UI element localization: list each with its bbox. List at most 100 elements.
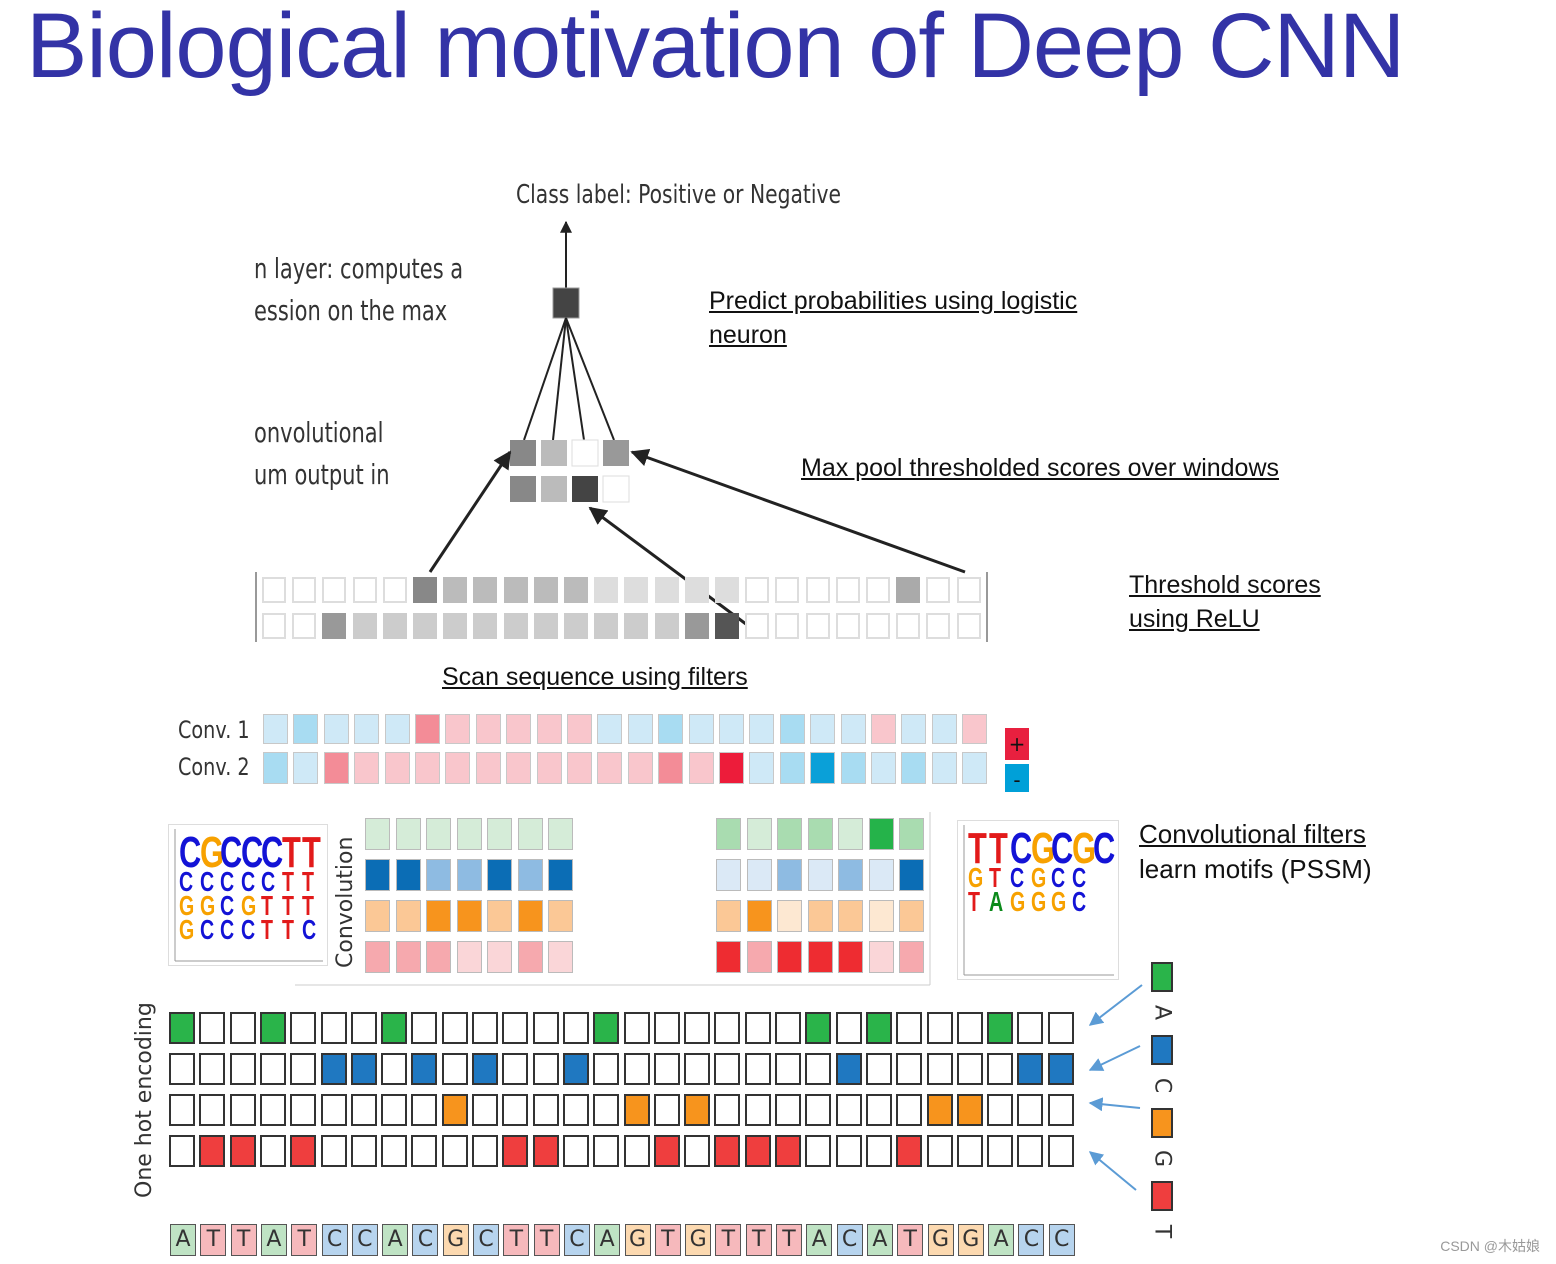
one-hot-cell (169, 1135, 195, 1167)
threshold-cell (292, 613, 317, 639)
conv1-score-cell (749, 714, 775, 744)
logo-letter: T (968, 824, 987, 873)
logo-letter: T (302, 828, 322, 877)
one-hot-cell (926, 1053, 953, 1085)
filter-right-cell (838, 900, 863, 932)
sequence-base: G (442, 1224, 469, 1256)
one-hot-cell (744, 1053, 771, 1085)
one-hot-cell (714, 1135, 741, 1167)
sequence-base: A (988, 1224, 1015, 1256)
conv2-score-cell (749, 752, 775, 784)
one-hot-cell (684, 1135, 711, 1167)
filter-right-cell (868, 900, 894, 932)
logo-letter: G (1072, 824, 1097, 873)
sequence-base: A (382, 1224, 409, 1256)
conv1-score-cell (719, 714, 744, 744)
logistic-neuron (552, 287, 580, 319)
filter-left-cell (426, 941, 451, 973)
one-hot-cell (775, 1135, 801, 1167)
threshold-cell (533, 577, 558, 603)
conv2-score-cell (597, 752, 623, 784)
threshold-cell (805, 613, 830, 639)
logo-letter: C (179, 866, 194, 898)
threshold-cell (624, 577, 649, 603)
logo-letter: T (261, 914, 274, 945)
conv2-score-cell (354, 752, 380, 784)
one-hot-cell (320, 1012, 347, 1044)
one-hot-cell (411, 1053, 438, 1085)
logo-letter: C (302, 914, 317, 945)
threshold-cell (594, 613, 619, 639)
one-hot-cell (805, 1094, 832, 1126)
logo-letter: C (220, 828, 243, 877)
one-hot-cell (229, 1094, 256, 1126)
one-hot-cell (896, 1094, 923, 1126)
conv2-score-cell (384, 752, 410, 784)
one-hot-cell (381, 1094, 408, 1126)
logo-letter: G (199, 828, 224, 877)
one-hot-cell (259, 1094, 286, 1126)
sequence-base: T (291, 1224, 318, 1256)
threshold-cell (805, 577, 830, 603)
one-hot-cell (350, 1135, 377, 1167)
conv2-score-cell (506, 752, 532, 784)
logo-letter: T (281, 866, 294, 898)
logo-letter: G (179, 890, 195, 922)
sequence-base: G (685, 1224, 712, 1256)
one-hot-cell (169, 1094, 195, 1126)
plus-sign-box: + (1005, 728, 1029, 760)
logo-letter: C (240, 914, 255, 945)
pool-arrow (428, 450, 512, 573)
filter-right-cell (716, 818, 741, 850)
conv2-score-cell (627, 752, 653, 784)
logo-letter: C (220, 890, 235, 922)
one-hot-cell (320, 1135, 347, 1167)
threshold-cell (866, 577, 890, 603)
one-hot-cell (956, 1053, 983, 1085)
one-hot-cell (229, 1135, 256, 1167)
one-hot-cell (169, 1012, 195, 1044)
threshold-cell (745, 613, 770, 639)
threshold-cell (292, 577, 317, 603)
logo-letter: T (968, 886, 980, 918)
logo-letter: C (1072, 886, 1087, 918)
one-hot-cell (835, 1012, 862, 1044)
conv2-label: Conv. 2 (178, 753, 250, 781)
threshold-cell (926, 577, 951, 603)
one-hot-cell (653, 1094, 680, 1126)
conv1-score-cell (567, 714, 592, 744)
filter-left-cell (548, 900, 573, 932)
one-hot-cell (411, 1094, 438, 1126)
one-hot-cell (805, 1053, 832, 1085)
one-hot-cell (653, 1012, 680, 1044)
conv2-score-cell (840, 752, 866, 784)
legend-letter-a: A (1149, 1004, 1175, 1021)
threshold-cell (533, 613, 558, 639)
threshold-cell (594, 577, 619, 603)
filter-right-cell (716, 900, 741, 932)
sequence-base: G (957, 1224, 984, 1256)
one-hot-cell (714, 1012, 741, 1044)
logo-letter: T (988, 824, 1008, 873)
one-hot-cell (714, 1094, 741, 1126)
callout-predict: Predict probabilities using logistic neu… (709, 287, 1078, 349)
threshold-cell (443, 613, 468, 639)
filter-right-cell (899, 859, 924, 891)
filter-left-cell (365, 818, 390, 850)
conv2-score-cell (871, 752, 896, 784)
one-hot-cell (532, 1135, 559, 1167)
sequence-base: A (866, 1224, 893, 1256)
filter-right-cell (777, 818, 802, 850)
filter-right-cell (777, 900, 802, 932)
threshold-cell (564, 613, 588, 639)
convolution-label: Convolution (333, 836, 358, 968)
one-hot-cell (381, 1135, 408, 1167)
logo-letter: C (199, 914, 214, 945)
sequence-base: T (897, 1224, 924, 1256)
conv1-score-cell (931, 714, 957, 744)
one-hot-cell (593, 1053, 620, 1085)
logo-letter: G (1030, 824, 1055, 873)
callout-conv-filters: Convolutional filters learn motifs (PSSM… (1139, 819, 1372, 884)
output-layer-text-1: n layer: computes a (254, 252, 464, 285)
